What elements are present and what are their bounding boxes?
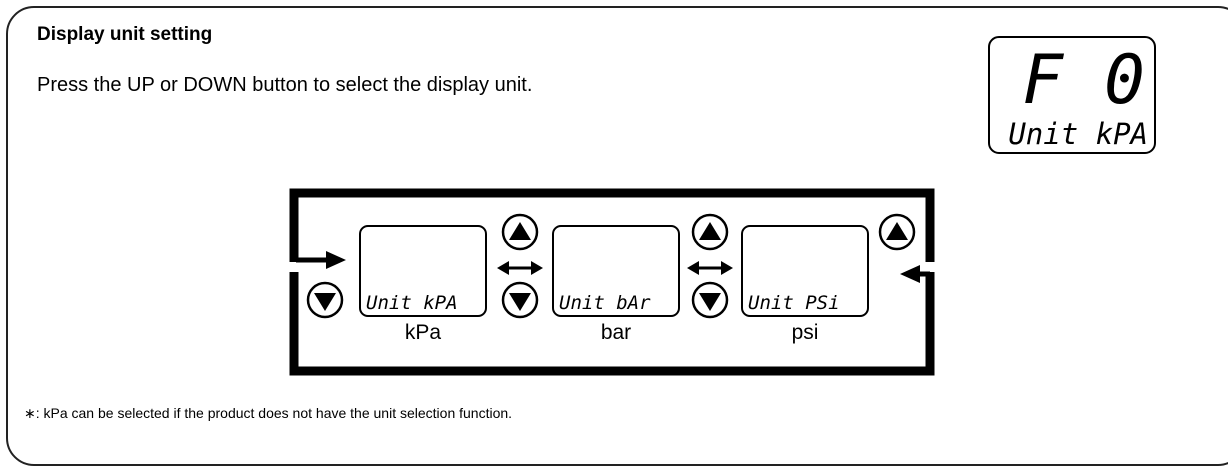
up-button-1[interactable] — [501, 213, 539, 251]
arrow-left-icon — [497, 261, 509, 275]
arrow-left-icon — [900, 265, 920, 283]
lcd-text: Unit kPA — [366, 292, 458, 314]
up-triangle-icon — [509, 222, 531, 240]
unit-label-bar: bar — [600, 321, 632, 344]
preview-display: F 0 Unit kPA — [988, 36, 1156, 154]
down-button-left[interactable] — [306, 281, 344, 319]
up-triangle-icon — [699, 222, 721, 240]
up-button-right[interactable] — [878, 213, 916, 251]
lcd-text: Unit bAr — [559, 292, 651, 314]
double-arrow-2 — [687, 261, 733, 275]
down-button-1[interactable] — [501, 281, 539, 319]
arrow-right-icon — [531, 261, 543, 275]
unit-label-psi: psi — [791, 321, 819, 344]
unit-display-bar: Unit bAr — [552, 225, 680, 317]
down-triangle-icon — [314, 293, 336, 311]
preview-top-text: F 0 — [1022, 41, 1145, 120]
unit-label-kpa: kPa — [404, 321, 442, 344]
down-button-2[interactable] — [691, 281, 729, 319]
up-button-2[interactable] — [691, 213, 729, 251]
down-triangle-icon — [699, 293, 721, 311]
down-triangle-icon — [509, 293, 531, 311]
instruction-text: Press the UP or DOWN button to select th… — [37, 74, 533, 96]
preview-bottom-text: Unit kPA — [1008, 117, 1148, 151]
double-arrow-1 — [497, 261, 543, 275]
cycle-loop — [289, 188, 935, 376]
loop-arrows — [296, 251, 930, 283]
section-title: Display unit setting — [37, 24, 213, 45]
unit-display-psi: Unit PSi — [741, 225, 869, 317]
unit-display-kpa: Unit kPA — [359, 225, 487, 317]
arrow-right-icon — [721, 261, 733, 275]
arrow-right-icon — [326, 251, 346, 269]
up-triangle-icon — [886, 222, 908, 240]
arrow-left-icon — [687, 261, 699, 275]
unit-selection-diagram: F 0 Unit kPA Unit kPA Unit bAr Unit PSi — [289, 36, 1156, 376]
footnote: ∗: kPa can be selected if the product do… — [24, 405, 513, 421]
lcd-text: Unit PSi — [748, 292, 840, 314]
